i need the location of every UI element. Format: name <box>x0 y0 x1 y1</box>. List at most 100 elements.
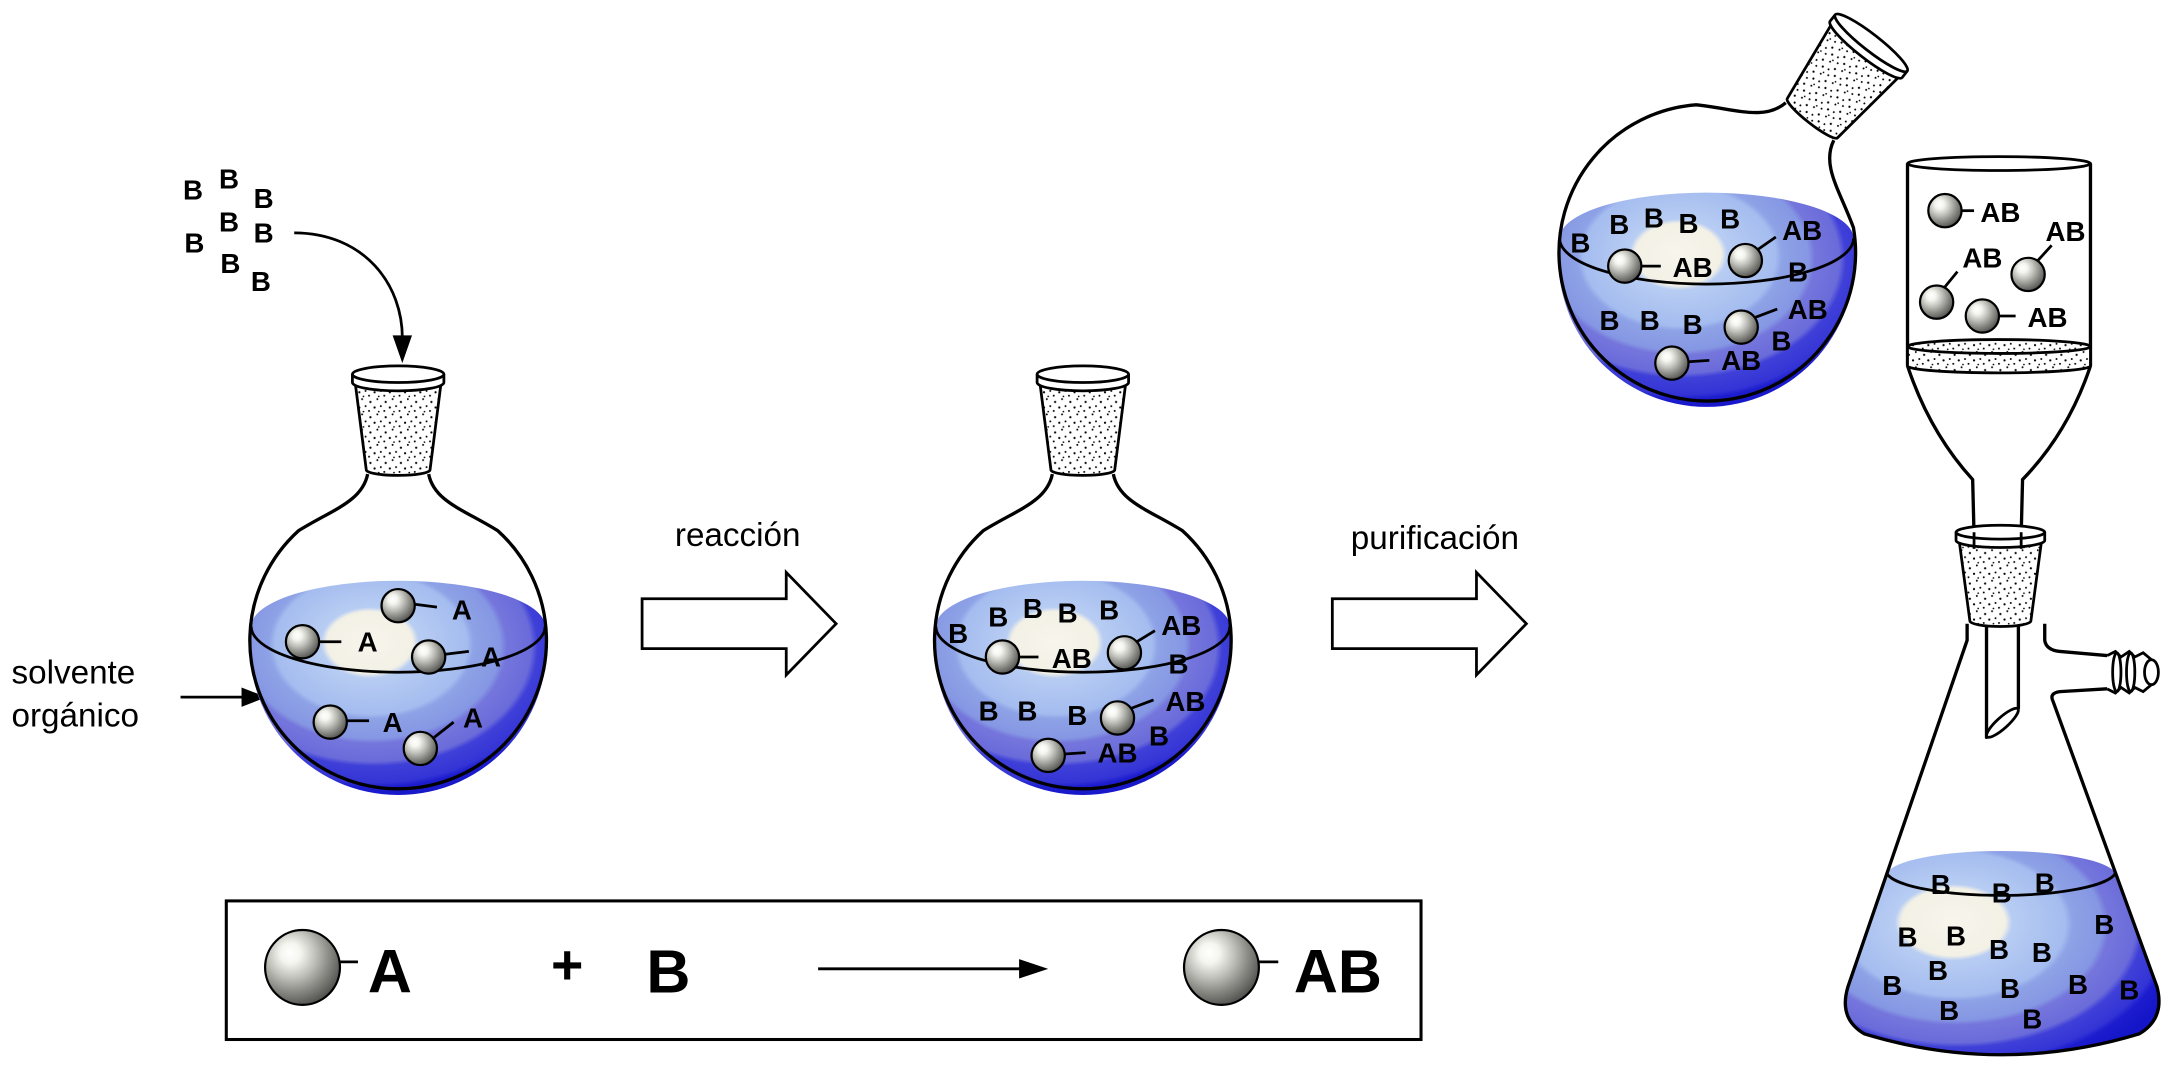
bond-line <box>1943 270 1959 288</box>
particle-label: B <box>1099 595 1119 626</box>
particle-label: B <box>2068 969 2088 1000</box>
particle-label: B <box>2022 1003 2042 1034</box>
filter-flask: B B B B B B B B B B B B B B B <box>1843 623 2161 1057</box>
particle-label: B <box>1058 597 1078 628</box>
particle-label: AB <box>1673 252 1713 283</box>
funnel-cone-right <box>2019 365 2093 536</box>
legend-arrow-head <box>1019 959 1049 979</box>
resin-bead <box>410 639 447 675</box>
resin-bead <box>284 623 321 660</box>
resin-bead <box>312 704 348 740</box>
bond-line <box>1064 751 1086 756</box>
reagent-label: B <box>251 266 271 297</box>
particle-label: A <box>481 642 501 673</box>
particle-label: B <box>2035 868 2055 899</box>
particle-label: B <box>2094 909 2114 940</box>
hose-barb-ridge <box>2111 651 2123 694</box>
resin-bead <box>380 587 416 624</box>
particle-label: AB <box>2027 302 2067 333</box>
resin-bead <box>1654 345 1690 381</box>
reagent-label: B <box>220 248 240 279</box>
particle-label: B <box>1023 593 1043 624</box>
addition-arrow-shaft <box>294 231 404 341</box>
solvent-caption-line1: solvente <box>11 654 135 691</box>
particle-label: B <box>1017 696 1037 727</box>
reagent-label: B <box>254 183 274 214</box>
particle-label: B <box>1679 208 1699 239</box>
filter-flask-liquid <box>1845 850 2159 1055</box>
particle-label: B <box>1771 326 1791 357</box>
particle-label: B <box>1644 202 1664 233</box>
particle-label: B <box>1683 309 1703 340</box>
reagent-label: B <box>219 163 239 194</box>
resin-bead <box>1918 284 1955 320</box>
particle-label: AB <box>1962 243 2002 274</box>
bond-line <box>445 650 470 656</box>
particle-label: AB <box>2045 216 2085 247</box>
funnel-joint <box>1957 536 2044 628</box>
reaction-legend: A + B AB <box>224 899 1423 1042</box>
particle-label: AB <box>1782 215 1822 246</box>
funnel-rim <box>1906 155 2092 172</box>
bond-line <box>1754 307 1778 319</box>
particle-label: B <box>1609 209 1629 240</box>
funnel-joint-opening <box>1954 523 2047 541</box>
particle-label: B <box>1067 700 1087 731</box>
legend-reagent: B <box>646 937 690 1005</box>
particle-label: B <box>988 601 1008 632</box>
resin-bead <box>1106 635 1143 671</box>
reagent-label: B <box>184 227 204 258</box>
flask-reaction: B B B B B AB AB B B B B AB B AB <box>932 364 1233 796</box>
legend-product: AB <box>1294 937 1382 1005</box>
particle-label: B <box>2000 973 2020 1004</box>
resin-bead <box>1099 700 1136 736</box>
addition-arrow-head <box>392 335 413 364</box>
particle-label: B <box>979 696 999 727</box>
legend-product-bead <box>1182 928 1260 1006</box>
particle-label: B <box>1600 305 1620 336</box>
particle-label: B <box>1898 922 1918 953</box>
fritted-funnel: AB AB AB AB <box>1905 155 2093 628</box>
resin-bead <box>1964 298 2001 334</box>
step-reaction-label: reacción <box>675 517 801 554</box>
flask-start: A A A A A <box>248 364 549 796</box>
particle-label: AB <box>1165 686 1205 717</box>
particle-label: B <box>948 618 968 649</box>
particle-label: A <box>452 595 472 626</box>
reagent-pile: B B B B B B B B <box>183 163 274 297</box>
hose-barb-ridge <box>2125 651 2137 694</box>
particle-label: B <box>1882 970 1902 1001</box>
solvent-arrow-head <box>241 687 267 707</box>
particle-label: AB <box>1097 737 1137 768</box>
resin-bead <box>1727 242 1764 279</box>
particle-label: B <box>1992 877 2012 908</box>
particle-label: A <box>383 707 403 738</box>
particle-label: A <box>463 703 483 734</box>
particle-label: AB <box>1052 643 1092 674</box>
bond-line <box>433 721 455 739</box>
reagent-label: B <box>183 175 203 206</box>
particle-label: B <box>1570 227 1590 258</box>
particle-label: B <box>1788 256 1808 287</box>
particle-label: B <box>1931 869 1951 900</box>
resin-bead <box>984 639 1021 675</box>
bond-line <box>2036 244 2053 262</box>
solvent-caption-line2: orgánico <box>11 697 139 734</box>
frit-disc-top <box>1906 338 2092 355</box>
hose-barb <box>2106 649 2153 695</box>
reagent-label: B <box>254 218 274 249</box>
particle-label: B <box>1939 995 1959 1026</box>
particle-label: B <box>1946 920 1966 951</box>
legend-plus: + <box>551 934 583 996</box>
drip-tube-opening <box>1985 706 2020 739</box>
bond-line <box>1757 235 1777 251</box>
resin-bead <box>2010 256 2046 293</box>
resin-bead <box>1607 248 1643 284</box>
step-purification-label: purificación <box>1351 520 1519 557</box>
particle-label: B <box>2032 937 2052 968</box>
particle-label: B <box>1168 649 1188 680</box>
filter-flask-outline <box>1843 623 2161 1057</box>
bond-line <box>1688 358 1710 364</box>
flask-pouring: B B B B B AB AB B B B B AB B AB <box>1497 0 1995 463</box>
